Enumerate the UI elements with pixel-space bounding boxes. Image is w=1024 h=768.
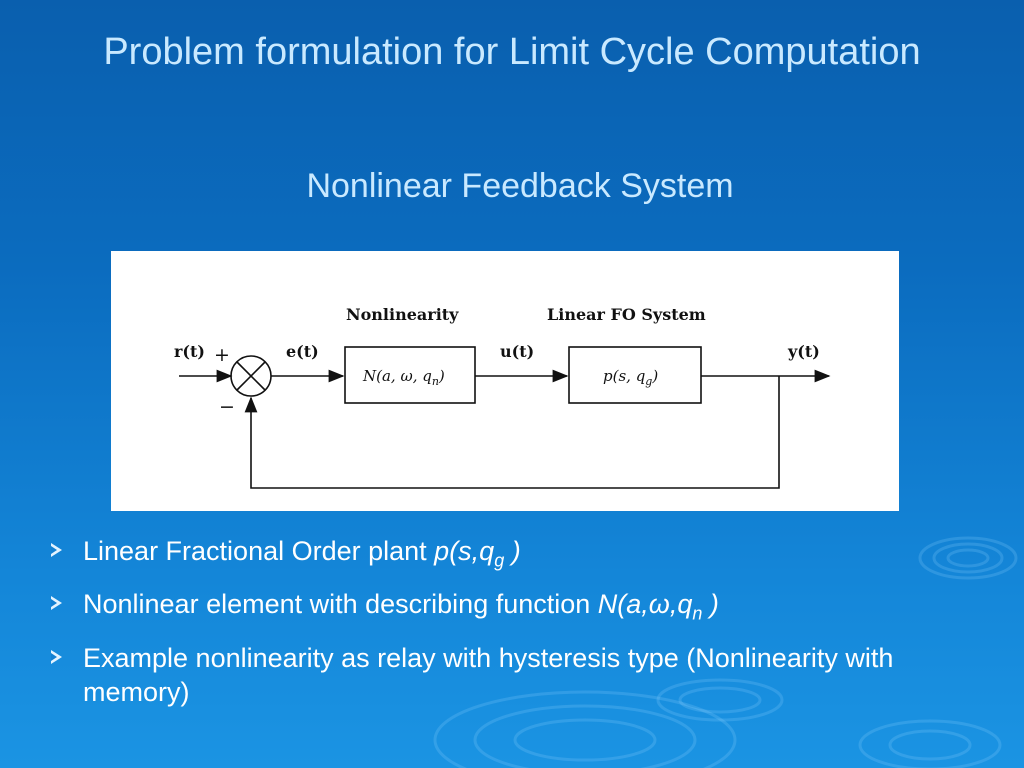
linear-fo-block	[568, 346, 702, 404]
bullet-list: Linear Fractional Order plant p(s,qg ) N…	[48, 534, 948, 719]
nonlinearity-block	[344, 346, 476, 404]
nonlinearity-label: Nonlinearity	[346, 305, 459, 324]
block-diagram-svg: Nonlinearity Linear FO System r(t) + − e…	[174, 305, 831, 489]
control-signal-label: u(t)	[500, 342, 534, 361]
nonlinear-function-text: N(a, ω, qn)	[362, 367, 445, 388]
bullet-item-nonlinear-element: Nonlinear element with describing functi…	[48, 587, 948, 630]
bullet-item-plant: Linear Fractional Order plant p(s,qg )	[48, 534, 948, 577]
output-signal-label: y(t)	[787, 342, 820, 361]
summing-cross-2	[236, 361, 266, 391]
minus-sign: −	[219, 396, 235, 418]
bullet-item-relay-example: Example nonlinearity as relay with hyste…	[48, 641, 948, 709]
slide-title: Problem formulation for Limit Cycle Comp…	[103, 31, 921, 73]
error-signal-label: e(t)	[286, 342, 319, 361]
linear-fo-system-label: Linear FO System	[547, 305, 706, 324]
plant-function-text: p(s, qg)	[603, 367, 658, 388]
input-signal-label: r(t)	[174, 342, 205, 361]
bullet-arrow-icon	[51, 649, 62, 664]
bullet-arrow-icon	[51, 543, 62, 557]
slide-subtitle: Nonlinear Feedback System	[306, 167, 734, 205]
feedback-block-diagram: Nonlinearity Linear FO System r(t) + − e…	[111, 251, 899, 511]
plus-sign: +	[214, 344, 230, 366]
feedback-path	[244, 376, 780, 489]
bullet-arrow-icon	[51, 596, 62, 611]
